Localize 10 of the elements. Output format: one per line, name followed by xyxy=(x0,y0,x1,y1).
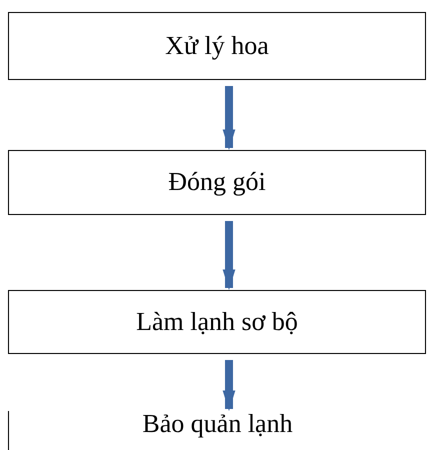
process-box xyxy=(8,12,426,80)
box-label: Bảo quản lạnh xyxy=(142,408,293,440)
process-box xyxy=(8,290,426,354)
arrow xyxy=(222,360,236,410)
arrow xyxy=(222,221,236,290)
box-label: Đóng gói xyxy=(168,166,266,198)
box-label: Xử lý hoa xyxy=(165,30,269,62)
process-box xyxy=(8,150,426,215)
arrow xyxy=(222,86,236,150)
box-label: Làm lạnh sơ bộ xyxy=(136,306,298,338)
